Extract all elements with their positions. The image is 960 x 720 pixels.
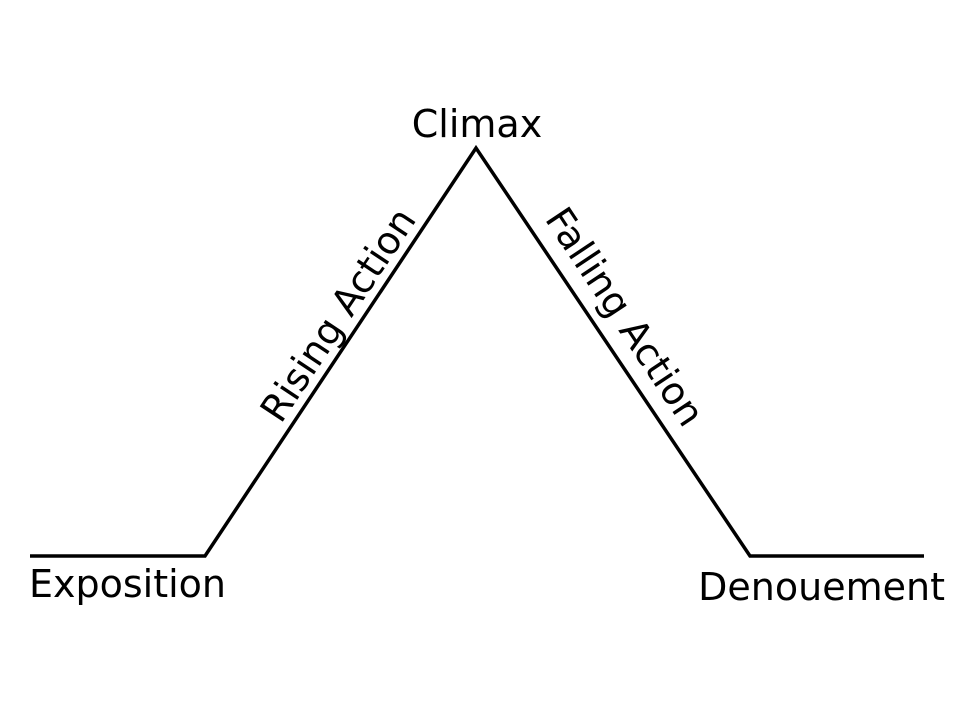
falling-action-label: Falling Action [537,199,713,434]
exposition-label: Exposition [29,562,226,606]
rising-action-label: Rising Action [252,200,425,430]
plot-arc-line [30,144,924,558]
climax-label: Climax [412,102,542,146]
denouement-label: Denouement [698,565,945,609]
